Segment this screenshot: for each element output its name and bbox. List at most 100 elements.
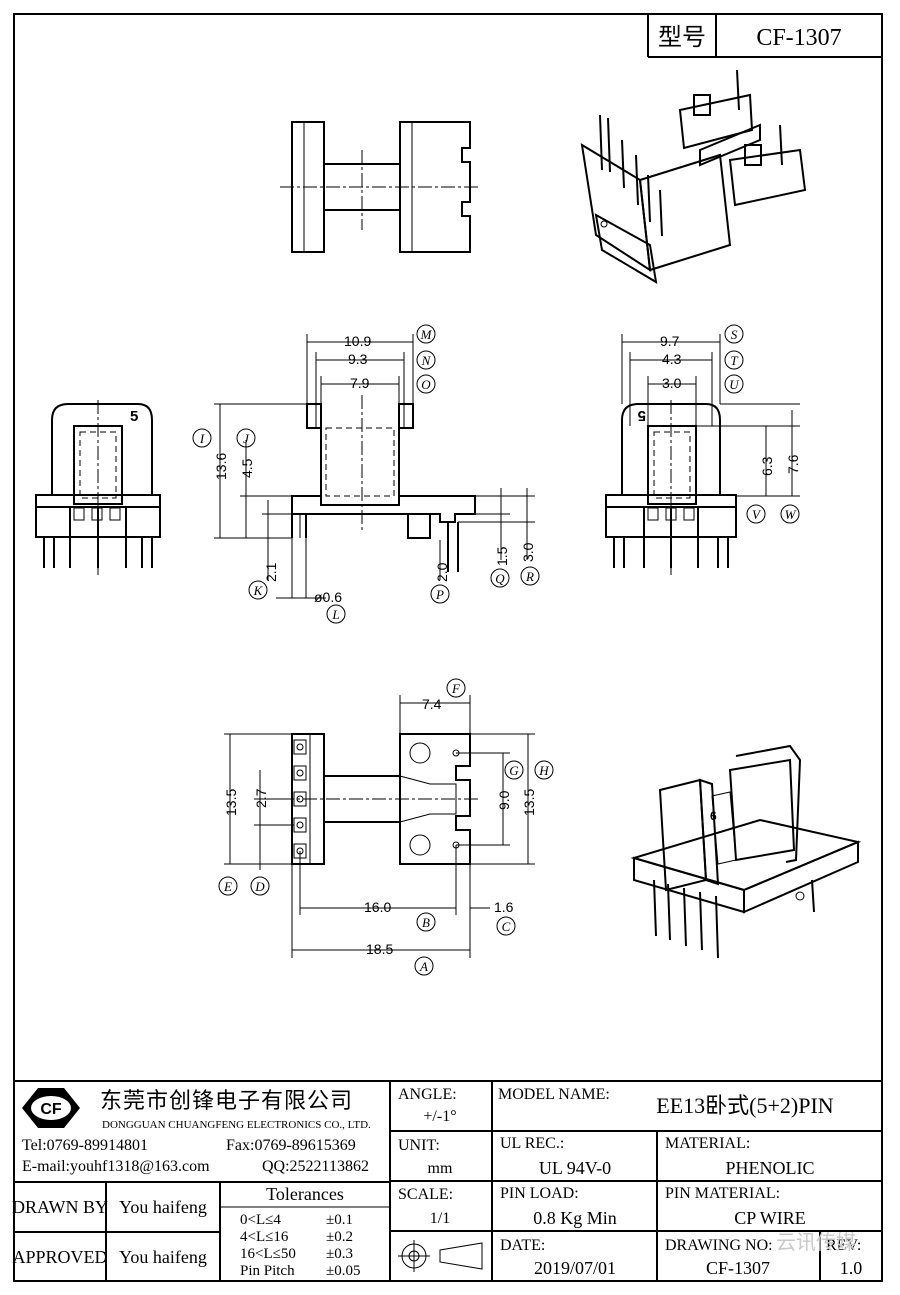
dim-letter-b: B [422, 915, 430, 930]
dim-h: 13.5 [521, 789, 537, 816]
front-view: 5 [35, 400, 161, 575]
side-view-dimensions: 10.9 9.3 7.9 13.6 4.5 2.1 ø0.6 2.0 1.5 3… [213, 333, 536, 605]
dim-letter-circle [192, 428, 212, 448]
material-label: MATERIAL: [665, 1135, 750, 1152]
dim-letter-f: F [451, 681, 461, 696]
dim-letter-m: M [420, 327, 433, 342]
dim-letter-circle [490, 568, 510, 588]
dim-f: 7.4 [422, 696, 442, 712]
dim-letter-j: J [243, 431, 250, 446]
tolerance-value: ±0.3 [326, 1246, 353, 1262]
dim-letter-circle [218, 876, 238, 896]
dim-letter-circle [520, 566, 540, 586]
angle-label: ANGLE: [398, 1086, 457, 1103]
pin-material-value: CP WIRE [734, 1208, 806, 1228]
dim-o: 7.9 [350, 375, 370, 391]
dim-letter-r: R [525, 569, 534, 584]
dim-letter-circle [724, 350, 744, 370]
end-view: 5 [605, 400, 737, 575]
pin-mark-end: 5 [638, 407, 646, 424]
dim-letter-q: Q [495, 571, 505, 586]
tolerance-list: 0<L≤4 ±0.1 4<L≤16 ±0.2 16<L≤50 ±0.3 Pin … [240, 1212, 360, 1279]
model-name-value: EE13卧式(5+2)PIN [656, 1093, 833, 1118]
unit-label: UNIT: [398, 1137, 440, 1154]
fax: Fax:0769-89615369 [226, 1137, 356, 1154]
logo-text: CF [40, 1101, 62, 1118]
tolerance-value: ±0.1 [326, 1212, 353, 1228]
approved-label: APPROVED [12, 1247, 107, 1267]
model-label: 型号 [658, 24, 706, 51]
dim-letter-c: C [502, 919, 511, 934]
pin-load-label: PIN LOAD: [500, 1185, 579, 1202]
scale-label: SCALE: [398, 1186, 453, 1203]
dim-letter-g: G [509, 763, 519, 778]
dim-i: 13.6 [213, 453, 229, 480]
tel: Tel:0769-89914801 [22, 1137, 148, 1154]
dim-letter-u: U [729, 377, 740, 392]
dim-letter-n: N [421, 353, 432, 368]
ul-label: UL REC.: [500, 1135, 564, 1152]
isometric-view-top [580, 69, 807, 284]
qq: QQ:2522113862 [262, 1158, 369, 1175]
dim-letter-circle [724, 374, 744, 394]
dim-c: 1.6 [494, 899, 514, 915]
approved-value: You haifeng [119, 1247, 207, 1267]
tolerances-title: Tolerances [266, 1184, 344, 1204]
company-name-cn: 东莞市创锋电子有限公司 [100, 1088, 353, 1113]
dim-letter-t: T [730, 353, 738, 368]
dim-v: 6.3 [759, 456, 775, 476]
rev-label: REV: [826, 1237, 861, 1254]
pin-material-label: PIN MATERIAL: [665, 1185, 780, 1202]
dim-w: 7.6 [785, 454, 801, 474]
sheet-border [13, 13, 883, 1282]
dim-letter-circle [416, 350, 436, 370]
dim-letter-circle [416, 912, 436, 932]
dim-9: 9.0 [496, 790, 512, 810]
company-name-en: DONGGUAN CHUANGFENG ELECTRONICS CO., LTD… [102, 1119, 371, 1131]
email: E-mail:youhf1318@163.com [22, 1158, 210, 1175]
model-name-label: MODEL NAME: [498, 1086, 610, 1103]
watermark: 云讯传媒 [776, 1231, 856, 1254]
date-label: DATE: [500, 1237, 545, 1254]
drawing-no-label: DRAWING NO: [665, 1237, 773, 1254]
bottom-view-dimensions: 7.4 9.0 13.5 13.5 2.7 16.0 1.6 18.5 [223, 695, 537, 958]
tolerance-range: 16<L≤50 [240, 1246, 296, 1262]
dim-n: 9.3 [348, 351, 368, 367]
top-view [280, 121, 480, 253]
drawn-by-label: DRAWN BY [12, 1197, 108, 1217]
dim-letter-circle [250, 876, 270, 896]
dim-letter-circle [416, 324, 436, 344]
dim-letter-circle [414, 956, 434, 976]
dim-k: 2.1 [263, 562, 279, 582]
dim-letter-w: W [785, 507, 797, 522]
svg-text:6: 6 [710, 809, 717, 823]
dim-letter-circle [248, 580, 268, 600]
dim-a: 18.5 [366, 941, 393, 957]
dim-l: ø0.6 [314, 589, 342, 605]
dim-s: 9.7 [660, 333, 680, 349]
pin-mark-front: 5 [130, 408, 138, 425]
scale-value: 1/1 [430, 1210, 450, 1227]
date-value: 2019/07/01 [534, 1258, 616, 1278]
title-block: CF 东莞市创锋电子有限公司 DONGGUAN CHUANGFENG ELECT… [12, 1080, 882, 1281]
tolerance-range: 4<L≤16 [240, 1229, 289, 1245]
dim-letter-l: L [331, 607, 339, 622]
bottom-view [280, 733, 480, 865]
tolerance-value: ±0.2 [326, 1229, 353, 1245]
end-view-dimensions: 9.7 4.3 3.0 6.3 7.6 [621, 333, 801, 497]
dim-letter-p: P [435, 587, 444, 602]
dim-letter-circle [446, 678, 466, 698]
model-value: CF-1307 [756, 25, 841, 51]
dim-left-13-5: 13.5 [223, 789, 239, 816]
dim-letter-v: V [752, 507, 762, 522]
tolerance-range: Pin Pitch [240, 1263, 295, 1279]
dim-letter-circle [416, 374, 436, 394]
dim-d: 2.7 [253, 788, 269, 808]
dim-p: 2.0 [434, 562, 450, 582]
dim-letter-circle [236, 428, 256, 448]
dim-j: 4.5 [239, 458, 255, 478]
pin-load-value: 0.8 Kg Min [533, 1208, 617, 1228]
projection-symbol [398, 1240, 483, 1272]
rev-value: 1.0 [840, 1258, 863, 1278]
